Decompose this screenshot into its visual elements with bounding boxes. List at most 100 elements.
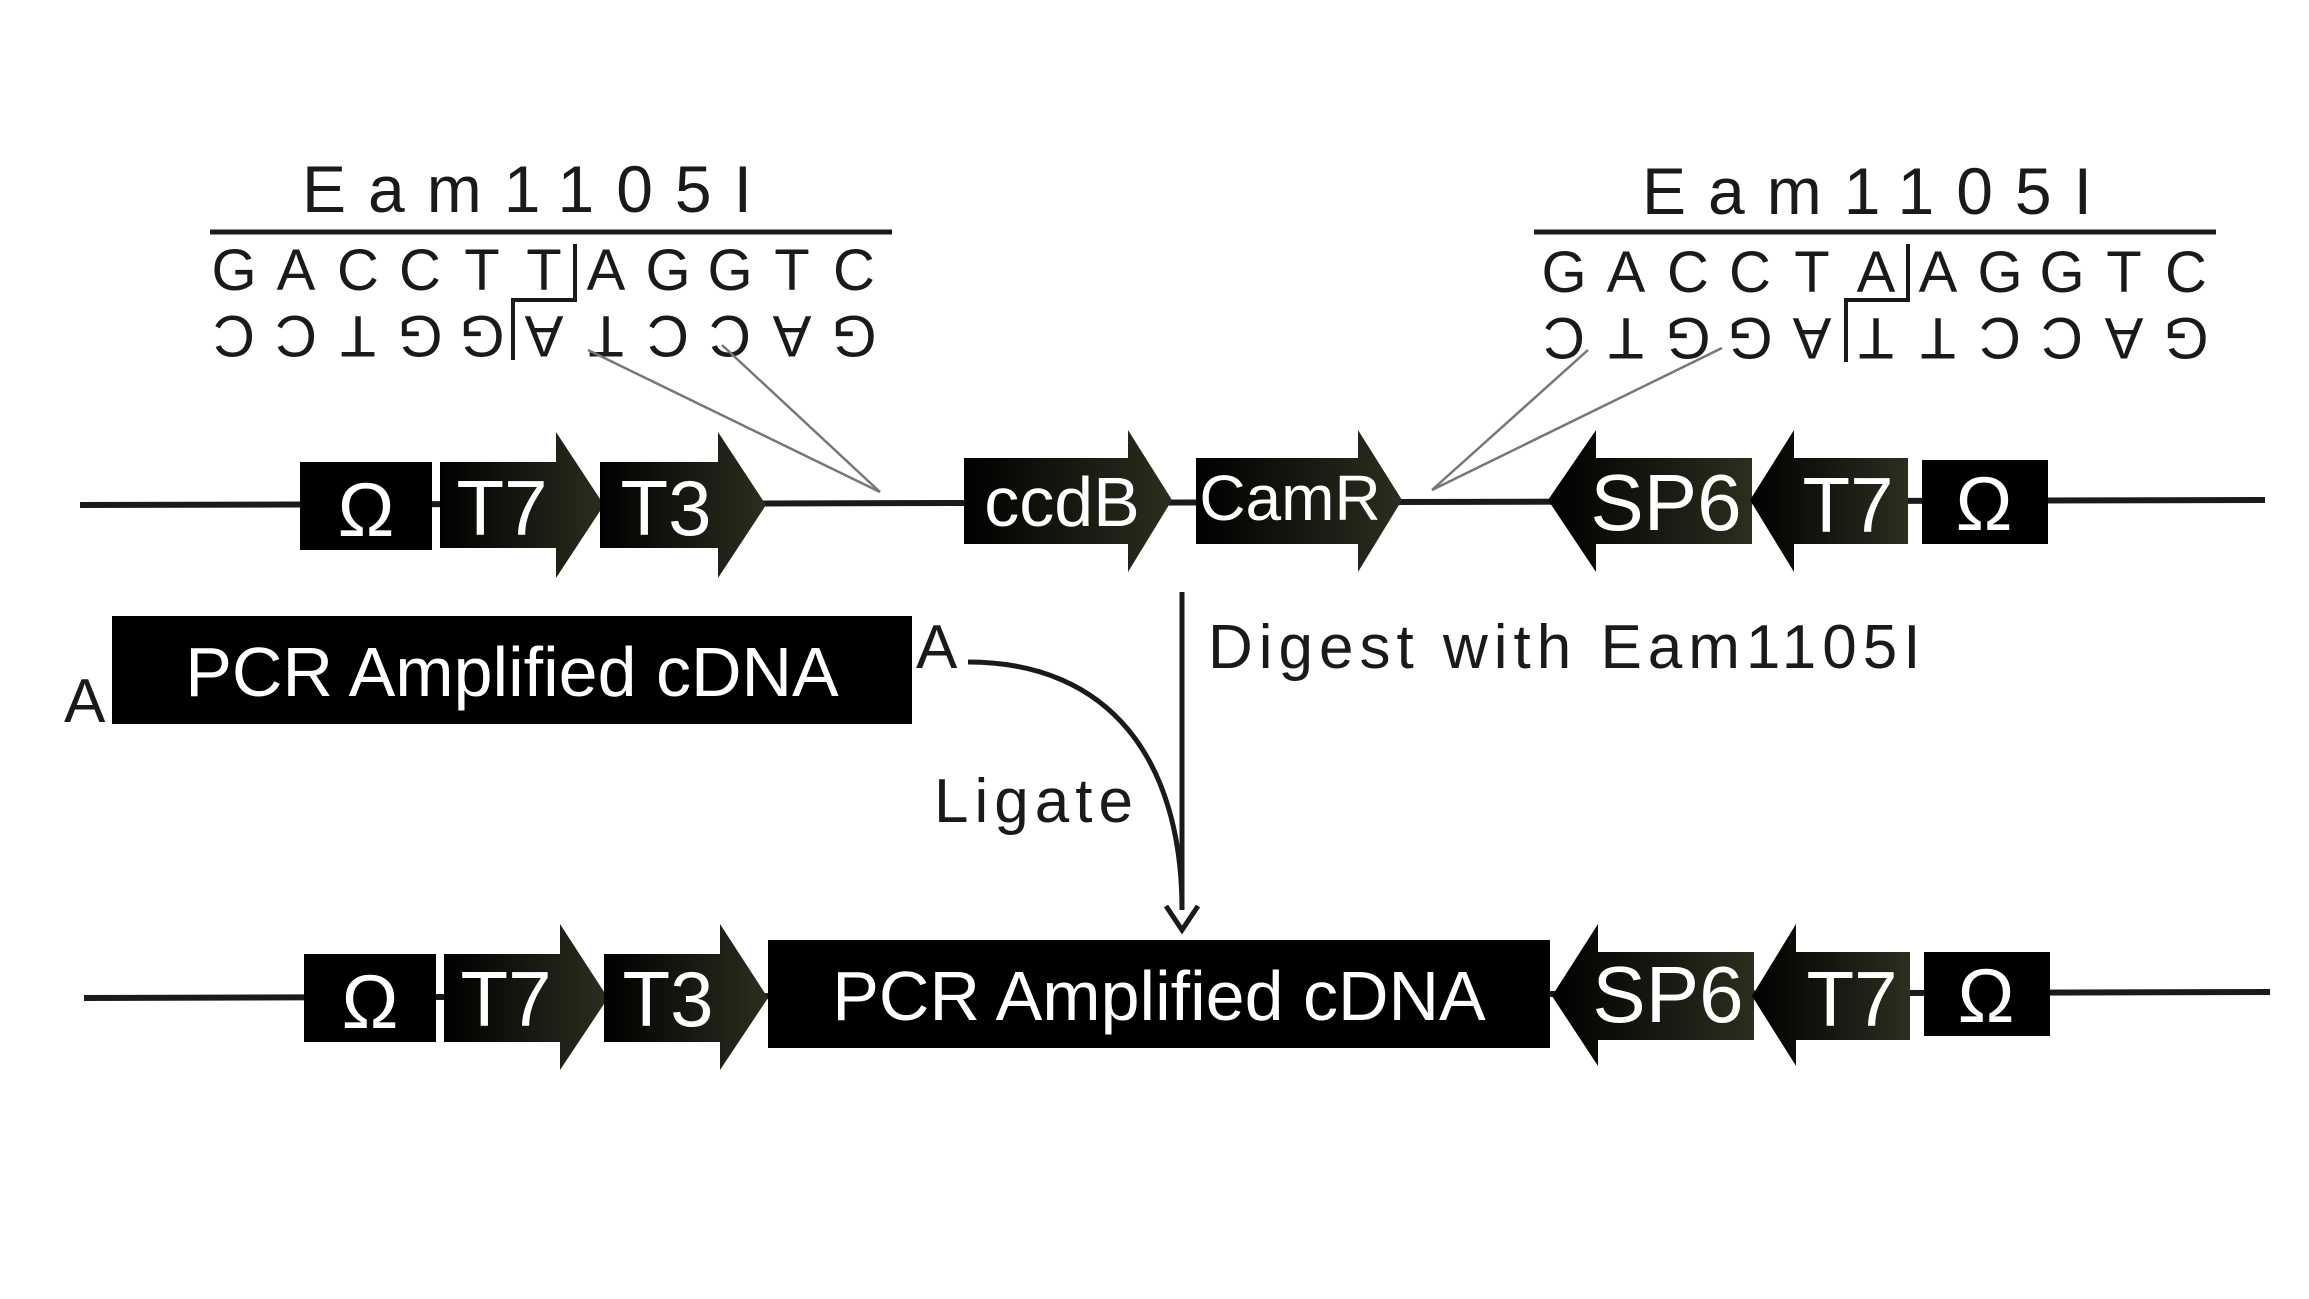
svg-text:G: G bbox=[645, 238, 690, 303]
svg-text:A: A bbox=[277, 238, 316, 303]
vector-t3: T3 bbox=[620, 464, 711, 552]
process-steps: Digest with Eam1105I Ligate bbox=[934, 592, 1926, 935]
svg-text:A: A bbox=[1792, 305, 1831, 370]
product-t7-left: T7 bbox=[460, 955, 551, 1043]
callout-line-left-b bbox=[721, 344, 881, 493]
product-insert: PCR Amplified cDNA bbox=[832, 957, 1486, 1035]
product-insert-box bbox=[768, 940, 1550, 1048]
vector-omega-right-box bbox=[1922, 460, 2048, 544]
vector-t7-right-arrow bbox=[1750, 430, 1908, 572]
restriction-site-left: Eam1105I G A C C T T A G G T C G A C C T… bbox=[210, 152, 892, 494]
callout-line-right-a bbox=[1431, 349, 1589, 491]
product-sp6-arrow bbox=[1552, 924, 1754, 1066]
insert-overhang-left: A bbox=[64, 667, 106, 736]
callout-line-left-a bbox=[587, 348, 881, 494]
product-sp6: SP6 bbox=[1592, 950, 1743, 1039]
svg-text:T: T bbox=[340, 303, 375, 368]
svg-text:A: A bbox=[772, 303, 811, 368]
product-omega-left: Ω bbox=[342, 960, 399, 1045]
enzyme-label-left: Eam1105I bbox=[302, 152, 774, 226]
svg-text:A: A bbox=[1607, 240, 1646, 305]
vector-t3-arrow bbox=[600, 432, 766, 578]
svg-text:C: C bbox=[647, 303, 689, 368]
insert-overhang-right: A bbox=[916, 613, 958, 682]
restriction-site-right: Eam1105I G A C C T A A G G T C G A C C T… bbox=[1431, 154, 2216, 492]
svg-text:C: C bbox=[2041, 305, 2083, 370]
pcr-insert: PCR Amplified cDNA A A bbox=[64, 613, 958, 736]
vector-camr: CamR bbox=[1199, 462, 1380, 534]
vector-t7-left: T7 bbox=[456, 464, 547, 552]
insert-box bbox=[112, 616, 912, 724]
svg-text:T: T bbox=[1920, 305, 1955, 370]
svg-text:T: T bbox=[1858, 305, 1893, 370]
vector-camr-arrow bbox=[1196, 430, 1402, 572]
vector-omega-left: Ω bbox=[338, 468, 395, 553]
vector-construct: Ω T7 T3 ccdB CamR SP6 T7 Ω bbox=[79, 430, 2266, 578]
svg-text:G: G bbox=[397, 303, 442, 368]
digest-label: Digest with Eam1105I bbox=[1208, 613, 1926, 682]
svg-text:T: T bbox=[464, 238, 499, 303]
svg-text:G: G bbox=[707, 238, 752, 303]
callout-line-right-b bbox=[1431, 346, 1723, 492]
product-omega-right-box bbox=[1924, 952, 2050, 1036]
vector-omega-left-box bbox=[300, 462, 432, 550]
svg-text:T: T bbox=[588, 303, 623, 368]
ligate-curve bbox=[967, 659, 1185, 911]
ligate-label: Ligate bbox=[934, 767, 1139, 836]
bottom-strand-left: G A C C T A G G T C C bbox=[213, 303, 877, 368]
product-t7-right: T7 bbox=[1806, 955, 1897, 1043]
svg-text:G: G bbox=[1541, 240, 1586, 305]
svg-text:C: C bbox=[1729, 240, 1771, 305]
product-t3-arrow bbox=[604, 924, 768, 1070]
svg-text:A: A bbox=[1919, 240, 1958, 305]
svg-text:C: C bbox=[213, 303, 255, 368]
product-omega-right: Ω bbox=[1958, 954, 2015, 1039]
svg-text:G: G bbox=[1727, 305, 1772, 370]
vector-ccdb: ccdB bbox=[984, 463, 1140, 541]
product-construct: Ω T7 T3 PCR Amplified cDNA SP6 T7 Ω bbox=[83, 924, 2271, 1070]
svg-text:C: C bbox=[1543, 305, 1585, 370]
enzyme-label-right: Eam1105I bbox=[1642, 154, 2114, 228]
svg-text:G: G bbox=[1665, 305, 1710, 370]
vector-omega-right: Ω bbox=[1956, 462, 2013, 547]
svg-text:C: C bbox=[399, 238, 441, 303]
vector-ccdb-arrow bbox=[964, 430, 1172, 572]
product-t7-left-arrow bbox=[444, 924, 608, 1070]
svg-text:C: C bbox=[275, 303, 317, 368]
svg-text:T: T bbox=[526, 238, 561, 303]
svg-text:T: T bbox=[1794, 240, 1829, 305]
svg-text:G: G bbox=[2039, 240, 2084, 305]
product-t7-right-arrow bbox=[1752, 924, 1910, 1066]
cut-line-left bbox=[511, 244, 577, 360]
process-arrow-head bbox=[1163, 904, 1201, 935]
cut-line-right bbox=[1844, 244, 1910, 362]
svg-text:T: T bbox=[774, 238, 809, 303]
svg-text:A: A bbox=[587, 238, 626, 303]
svg-text:C: C bbox=[1667, 240, 1709, 305]
svg-text:C: C bbox=[833, 238, 875, 303]
svg-text:T: T bbox=[1608, 305, 1643, 370]
insert-label: PCR Amplified cDNA bbox=[185, 633, 839, 711]
svg-text:G: G bbox=[2163, 305, 2208, 370]
svg-text:C: C bbox=[1979, 305, 2021, 370]
svg-text:C: C bbox=[2165, 240, 2207, 305]
product-t3: T3 bbox=[622, 955, 713, 1043]
top-strand-left: G A C C T T A G G T C bbox=[211, 238, 875, 303]
svg-text:G: G bbox=[459, 303, 504, 368]
product-omega-left-box bbox=[304, 954, 436, 1042]
vector-sp6: SP6 bbox=[1590, 458, 1741, 547]
svg-text:A: A bbox=[2104, 305, 2143, 370]
vector-t7-left-arrow bbox=[440, 432, 604, 578]
vector-t7-right: T7 bbox=[1802, 461, 1893, 549]
vector-sp6-arrow bbox=[1548, 430, 1752, 572]
bottom-strand-right: G A C C T T A G G T C bbox=[1543, 305, 2209, 370]
top-strand-right: G A C C T A A G G T C bbox=[1541, 240, 2207, 305]
svg-text:T: T bbox=[2106, 240, 2141, 305]
svg-text:G: G bbox=[211, 238, 256, 303]
svg-text:C: C bbox=[709, 303, 751, 368]
svg-text:G: G bbox=[831, 303, 876, 368]
svg-text:G: G bbox=[1977, 240, 2022, 305]
svg-text:C: C bbox=[337, 238, 379, 303]
svg-text:A: A bbox=[524, 303, 563, 368]
